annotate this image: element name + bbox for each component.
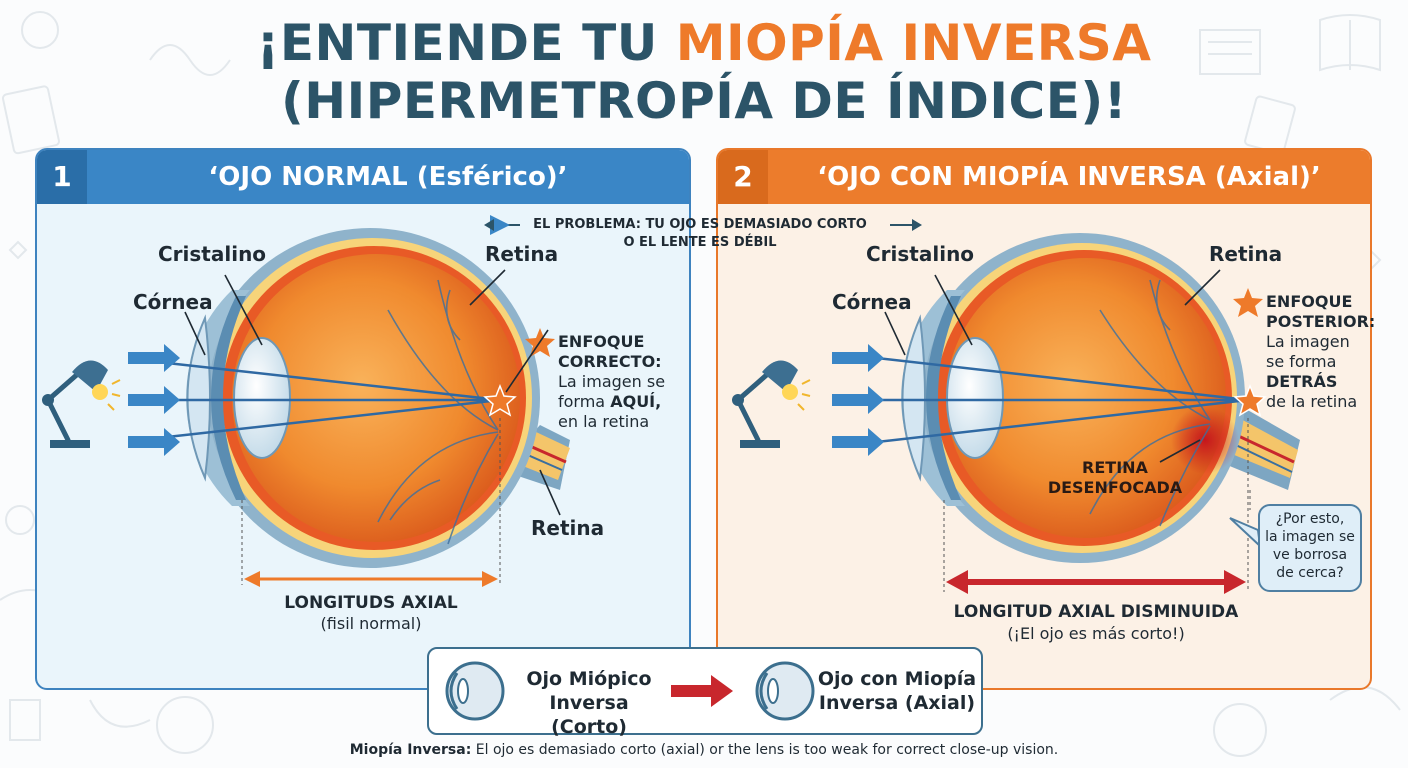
bubble-line3: ve borrosa (1272, 547, 1348, 563)
focus-head1: ENFOQUE (558, 332, 645, 351)
focus-line2-bold: AQUÍ, (610, 392, 662, 411)
lens-2 (946, 337, 1004, 459)
bubble-line4: de cerca? (1276, 565, 1344, 581)
cornea-2 (901, 314, 926, 482)
axial-guides (241, 418, 501, 585)
vitreous (232, 254, 520, 542)
label-cristalino-2: Cristalino (866, 242, 975, 266)
problem-line1: EL PROBLEMA: TU OJO ES DEMASIADO CORTO (533, 217, 867, 232)
leader-lines (184, 269, 561, 516)
incoming-arrows (128, 344, 180, 456)
focus-head2: CORRECTO: (558, 352, 662, 371)
light-rays (139, 358, 501, 442)
focus-line2-prefix: forma (558, 392, 611, 411)
panel2-number: 2 (718, 150, 768, 204)
blur-spot (1171, 406, 1239, 474)
axial-arrow-2 (946, 570, 1246, 594)
iris (211, 296, 246, 500)
problem-note: EL PROBLEMA: TU OJO ES DEMASIADO CORTO O… (495, 216, 905, 252)
blur-label: RETINA DESENFOCADA (1030, 458, 1200, 498)
focus2-line3: DETRÁS (1266, 372, 1338, 391)
panel1-header: 1 ‘OJO NORMAL (Esférico)’ (37, 150, 689, 204)
label-cristalino: Cristalino (158, 242, 267, 266)
vitreous-2 (946, 258, 1226, 538)
panel1-number: 1 (37, 150, 87, 204)
blur-label-line1: RETINA (1082, 458, 1148, 477)
legend-right-line2: Inversa (Axial) (818, 692, 976, 714)
light-rays-2 (849, 353, 1249, 447)
legend-left-text: Ojo Miópico Inversa (Corto) (509, 667, 669, 739)
title-line2: (HIPERMETROPÍA DE ÍNDICE)! (280, 72, 1128, 130)
focus-star (483, 383, 517, 417)
label-retina-top-2: Retina (1209, 242, 1283, 266)
axial-guides-2 (943, 418, 1251, 592)
blur-label-line2: DESENFOCADA (1047, 478, 1183, 497)
lens (233, 337, 291, 459)
short-eye (732, 233, 1300, 594)
legend-art (445, 661, 815, 721)
axial-label-2: LONGITUD AXIAL DISMINUIDA (953, 602, 1239, 622)
focus-line3: en la retina (558, 412, 650, 431)
focus-star-2 (1233, 383, 1267, 417)
comparison-legend: Ojo Miópico Inversa (Corto) Ojo con Miop… (427, 647, 983, 738)
problem-line2: O EL LENTE ES DÉBIL (623, 235, 777, 250)
focus2-head2: POSTERIOR: (1266, 312, 1376, 331)
blood-vessels-2 (1089, 279, 1211, 527)
problem-arrows (484, 215, 922, 235)
incoming-arrows-2 (832, 344, 884, 456)
focus-note-2: ENFOQUE POSTERIOR: La imagen se forma DE… (1266, 292, 1375, 412)
bubble-line1: ¿Por esto, (1275, 511, 1345, 527)
eye-small-icon-left (445, 661, 505, 721)
normal-eye (42, 228, 570, 587)
focus2-line2: se forma (1266, 352, 1337, 371)
label-cornea-2: Córnea (832, 290, 912, 314)
panel2-header: 2 ‘OJO CON MIOPÍA INVERSA (Axial)’ (718, 150, 1370, 204)
focus-note: ENFOQUE CORRECTO: La imagen se forma AQU… (558, 332, 688, 432)
focus2-line4: de la retina (1266, 392, 1358, 411)
axial-sub: (fisil normal) (320, 614, 422, 633)
question-bubble: ¿Por esto, la imagen se ve borrosa de ce… (1258, 504, 1362, 592)
footer-text: El ojo es demasiado corto (axial) or the… (471, 742, 1059, 758)
label-retina-top: Retina (485, 242, 559, 266)
axial-sub-2: (¡El ojo es más corto!) (1007, 624, 1185, 643)
panel2-title: ‘OJO CON MIOPÍA INVERSA (Axial)’ (817, 162, 1321, 192)
lamp-icon (42, 360, 121, 448)
focus-star-note-2 (1233, 288, 1263, 317)
label-cornea: Córnea (133, 290, 213, 314)
footer-note: Miopía Inversa: El ojo es demasiado cort… (0, 742, 1408, 758)
bubble-line2: la imagen se (1265, 529, 1355, 545)
title-line1-accent: MIOPÍA INVERSA (675, 14, 1152, 72)
legend-right-text: Ojo con Miopía Inversa (Axial) (817, 667, 977, 715)
legend-left-line2: Inversa (Corto) (549, 692, 629, 738)
legend-left-line1: Ojo Miópico (526, 668, 652, 690)
focus2-head1: ENFOQUE (1266, 292, 1353, 311)
legend-right-line1: Ojo con Miopía (817, 668, 977, 690)
axial-arrow (244, 571, 498, 587)
iris-2 (926, 296, 961, 500)
page-title: ¡ENTIENDE TU MIOPÍA INVERSA (HIPERMETROP… (0, 14, 1408, 130)
axial-label: LONGITUDS AXIAL (284, 593, 458, 613)
footer-bold: Miopía Inversa: (349, 742, 472, 758)
leader-lines-2 (884, 269, 1221, 463)
focus-line1: La imagen se (558, 372, 666, 391)
title-line1-prefix: ¡ENTIENDE TU (256, 14, 676, 72)
focus2-line1: La imagen (1266, 332, 1350, 351)
bubble-tail (1229, 517, 1262, 549)
label-retina-bottom: Retina (531, 516, 605, 540)
arrow-right-icon (671, 675, 733, 707)
eye-small-icon-right (755, 661, 815, 721)
lamp-icon-2 (732, 360, 811, 448)
panel1-title: ‘OJO NORMAL (Esférico)’ (208, 162, 568, 192)
